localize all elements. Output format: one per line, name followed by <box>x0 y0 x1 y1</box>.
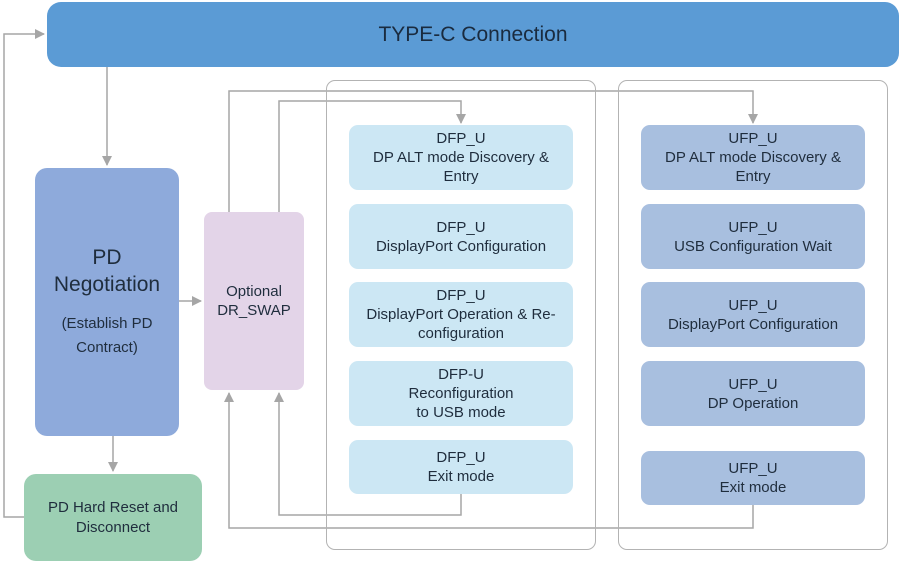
dfp-box-5-line-2: Exit mode <box>427 468 495 485</box>
hard-reset-line-2: Disconnect <box>75 518 151 536</box>
ufp-box-4-line-2: DP Operation <box>707 394 799 412</box>
ufp-box-1-line-2: DP ALT mode Discovery & <box>665 149 841 166</box>
dfp-group-frame <box>326 80 596 550</box>
pd-title-line-1: PD <box>92 246 122 269</box>
pd-subtitle: (Establish PD Contract) <box>62 312 153 360</box>
dr-swap-box: Optional DR_SWAP <box>204 212 304 390</box>
ufp-box-2-line-1: UFP_U <box>728 218 778 236</box>
pd-hard-reset-box: PD Hard Reset and Disconnect <box>24 474 202 561</box>
arrow-hard-reset-to-typec <box>3 29 45 518</box>
ufp-box-3-line-1: UFP_U <box>728 296 778 314</box>
ufp-discovery-entry-box: UFP_U DP ALT mode Discovery & Entry <box>641 125 865 190</box>
dfp-box-2-line-1: DFP_U <box>436 218 486 236</box>
ufp-group-frame <box>618 80 888 550</box>
dfp-box-4-line-2: Reconfiguration <box>408 385 514 402</box>
dfp-box-1-line-2: DP ALT mode Discovery & <box>373 149 549 166</box>
dr-swap-line-1: Optional <box>226 283 282 300</box>
dfp-box-5-line-1: DFP_U <box>436 449 486 466</box>
ufp-box-5-line-1: UFP_U <box>728 460 778 477</box>
arrow-drswap-to-ufp <box>228 90 758 212</box>
ufp-box-3-line-2: DisplayPort Configuration <box>667 315 839 333</box>
pd-title-line-2: Negotiation <box>53 273 161 296</box>
dfp-exit-mode-box: DFP_U Exit mode <box>349 440 573 494</box>
ufp-box-2-line-2: USB Configuration Wait <box>674 237 832 255</box>
dfp-reconfiguration-usb-box: DFP-U Reconfiguration to USB mode <box>349 361 573 426</box>
dfp-box-3-line-3: configuration <box>418 325 504 342</box>
ufp-exit-mode-box: UFP_U Exit mode <box>641 451 865 505</box>
typec-title: TYPE-C Connection <box>378 22 568 46</box>
arrow-dfp-exit-to-drswap <box>274 392 462 516</box>
dfp-displayport-configuration-box: DFP_U DisplayPort Configuration <box>349 204 573 269</box>
dfp-box-3-line-2: DisplayPort Operation & Re- <box>366 306 556 323</box>
hard-reset-line-1: PD Hard Reset and <box>47 498 179 516</box>
ufp-box-1-line-3: Entry <box>735 168 771 185</box>
ufp-dp-operation-box: UFP_U DP Operation <box>641 361 865 426</box>
dfp-box-1-line-3: Entry <box>443 168 479 185</box>
pd-subtitle-line-1: (Establish PD <box>61 315 153 332</box>
ufp-usb-configuration-wait-box: UFP_U USB Configuration Wait <box>641 204 865 269</box>
pd-subtitle-line-2: Contract) <box>76 339 138 356</box>
dfp-discovery-entry-box: DFP_U DP ALT mode Discovery & Entry <box>349 125 573 190</box>
dfp-box-3-line-1: DFP_U <box>436 287 486 304</box>
ufp-displayport-configuration-box: UFP_U DisplayPort Configuration <box>641 282 865 347</box>
ufp-box-4-line-1: UFP_U <box>728 375 778 393</box>
dfp-displayport-operation-box: DFP_U DisplayPort Operation & Re- config… <box>349 282 573 347</box>
dfp-box-4-line-1: DFP-U <box>438 366 484 383</box>
ufp-box-5-line-2: Exit mode <box>719 479 787 496</box>
dr-swap-line-2: DR_SWAP <box>217 302 291 319</box>
arrow-drswap-to-dfp <box>278 100 466 212</box>
dfp-box-2-line-2: DisplayPort Configuration <box>375 237 547 255</box>
ufp-box-1-line-1: UFP_U <box>728 130 778 147</box>
arrow-ufp-exit-to-drswap <box>224 392 754 529</box>
pd-negotiation-box: PD Negotiation (Establish PD Contract) <box>35 168 179 436</box>
typec-connection-box: TYPE-C Connection <box>47 2 899 67</box>
dfp-box-1-line-1: DFP_U <box>436 130 486 147</box>
dfp-box-4-line-3: to USB mode <box>416 404 506 421</box>
